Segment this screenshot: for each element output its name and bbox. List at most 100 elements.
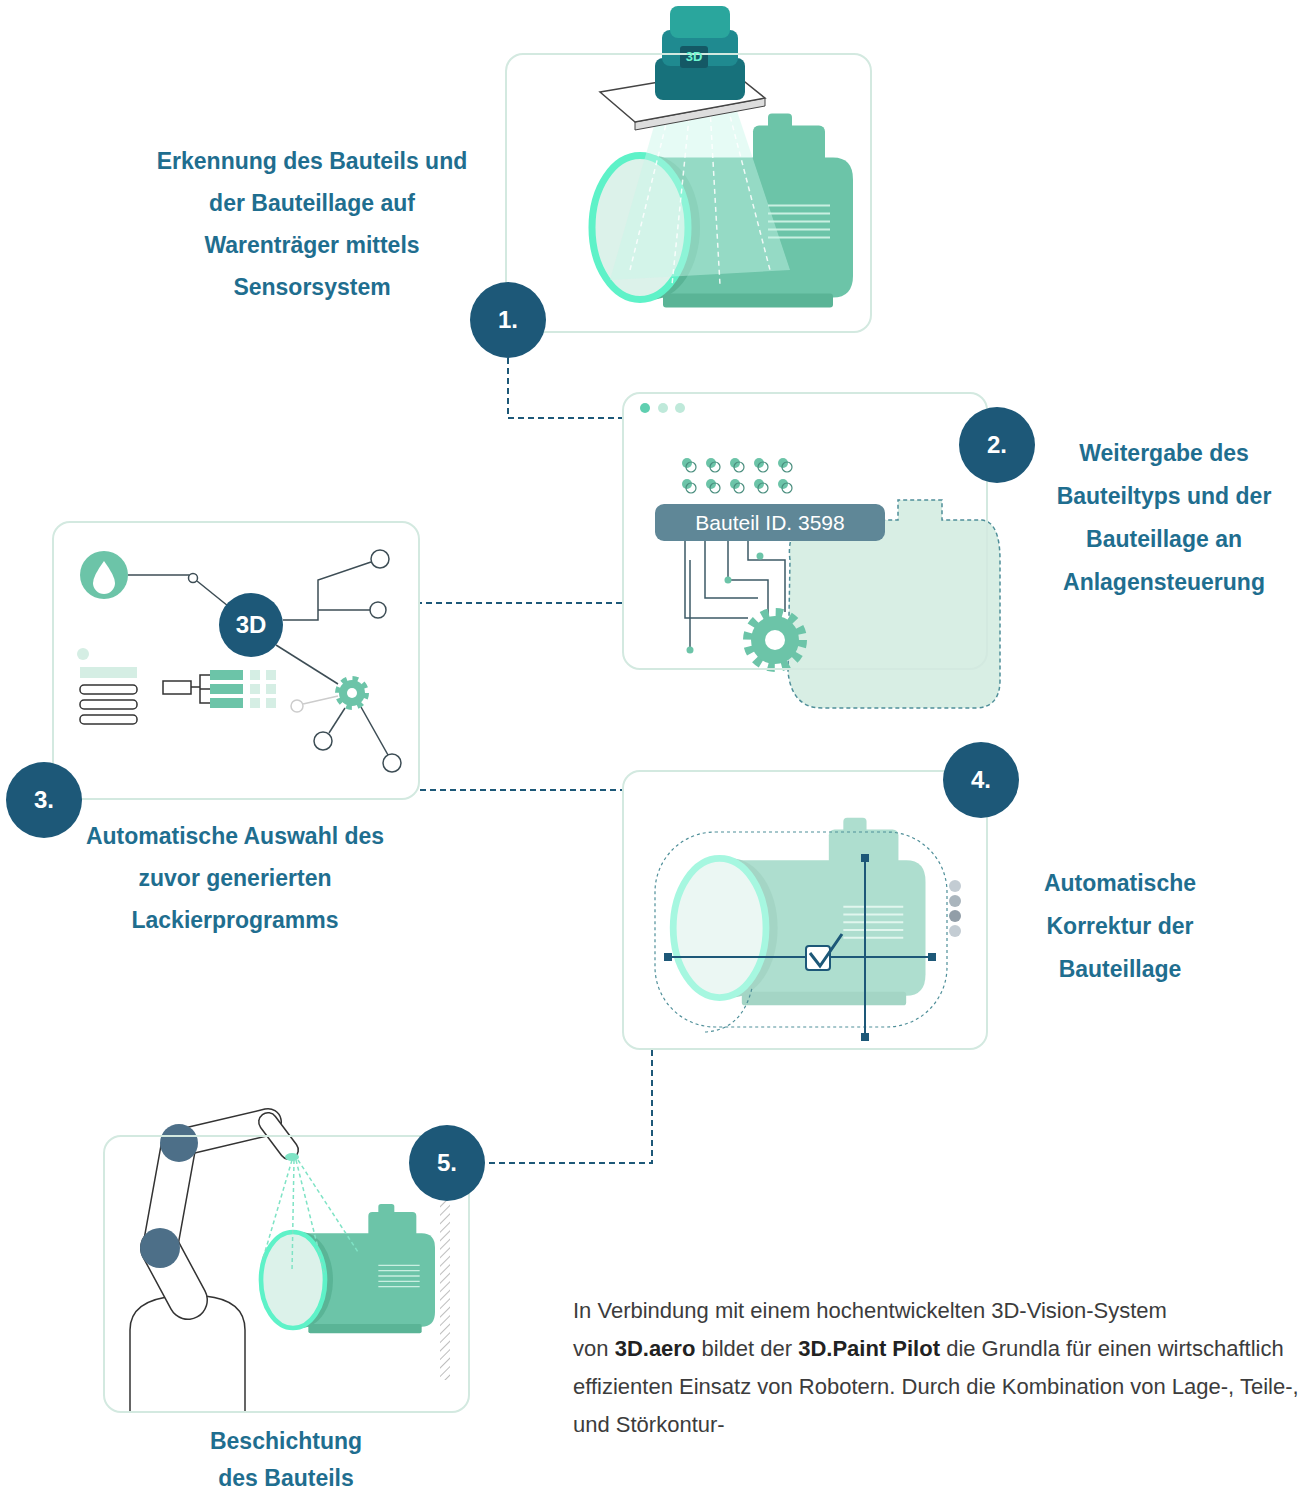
position-correction-illustration-part: [705, 988, 752, 1032]
step-label-text: Beschichtung des Bauteils: [196, 1423, 376, 1497]
data-transfer-illustration-part-part: [730, 458, 740, 468]
program-selection-illustration-part: [250, 684, 260, 694]
program-selection-illustration-part: [383, 754, 401, 772]
data-transfer-illustration-part-part: [706, 479, 716, 489]
dashed-connector: [420, 789, 622, 791]
position-correction-illustration-part: [949, 895, 961, 907]
robot-coating-illustration-part-part: [298, 1160, 358, 1252]
data-transfer-illustration-part-part: [754, 458, 764, 468]
program-selection-illustration-part: [80, 700, 137, 709]
step-label: Weitergabe des Bauteiltyps und der Baute…: [1028, 432, 1300, 604]
robot-coating-illustration-part: [160, 1122, 289, 1300]
data-transfer-illustration-part: [685, 541, 785, 650]
step-label: Automatische Korrektur der Bauteillage: [1010, 862, 1230, 991]
data-transfer-illustration-part-part: [682, 479, 692, 489]
sensor-scan-illustration-part-part: [710, 108, 720, 285]
data-transfer-illustration-part: [765, 630, 785, 650]
sensor-label: 3D: [680, 47, 708, 67]
position-correction-illustration-part: [928, 953, 936, 961]
program-selection-illustration-part-part: [329, 708, 345, 733]
sensor-scan-illustration: [592, 6, 853, 308]
position-correction-illustration: [655, 818, 961, 1041]
data-transfer-illustration-part: [749, 614, 801, 666]
position-correction-illustration-part: [864, 858, 866, 1037]
step-panel: Erkennung des Bauteils und der Bauteilla…: [505, 53, 872, 333]
paragraph-text: bildet der: [702, 1336, 793, 1361]
dashed-connector: [508, 358, 622, 418]
robot-coating-illustration-part: [285, 1153, 299, 1161]
data-transfer-illustration-part-part: [682, 458, 692, 468]
program-selection-illustration-part: [370, 602, 386, 618]
program-selection-illustration-part: [191, 675, 210, 703]
robot-coating-illustration-part-part: [292, 1160, 294, 1272]
data-transfer-illustration-part-part: [734, 483, 744, 493]
data-transfer-illustration-part-part: [778, 479, 788, 489]
position-correction-illustration-part: [655, 832, 947, 1027]
position-correction-illustration-part: [861, 1033, 869, 1041]
program-selection-illustration-part: [371, 550, 389, 568]
dashed-connector: [485, 1050, 652, 1163]
data-transfer-illustration-part-part: [748, 541, 785, 612]
program-selection-illustration-part: [93, 561, 115, 594]
step-number: 5.: [409, 1125, 485, 1201]
position-correction-illustration-part: [949, 880, 961, 892]
step-number: 1.: [470, 282, 546, 358]
position-correction-illustration-part: [949, 910, 961, 922]
robot-coating-illustration-part: [261, 1204, 435, 1333]
step-number: 4.: [943, 742, 1019, 818]
program-selection-illustration-part: [347, 688, 357, 698]
node-text: 3D: [236, 611, 267, 639]
position-correction-illustration-part: [810, 934, 842, 966]
robot-coating-illustration-part-part: [262, 1160, 292, 1262]
data-transfer-illustration-part-part: [730, 479, 740, 489]
robot-coating-illustration: [130, 1122, 450, 1413]
step-panel: Automatische Auswahl des zuvor generiert…: [52, 521, 420, 800]
program-selection-illustration-part-part: [283, 562, 371, 620]
data-transfer-illustration-part: [757, 553, 764, 560]
position-correction-illustration-part: [664, 953, 672, 961]
data-transfer-illustration-part-part: [706, 458, 716, 468]
robot-coating-illustration-part-part: [296, 1160, 325, 1276]
sensor-scan-illustration-part: [630, 108, 770, 285]
program-selection-illustration-part: [314, 732, 332, 750]
program-selection-illustration-part-part: [303, 696, 338, 704]
data-transfer-illustration-part-part: [778, 458, 788, 468]
step-panel: Beschichtung des Bauteils5.: [103, 1135, 470, 1413]
sensor-scan-illustration-part: [610, 105, 790, 280]
program-selection-illustration-part: [77, 648, 89, 660]
node-text: Bauteil ID. 3598: [695, 511, 844, 535]
program-selection-illustration-part: [210, 698, 243, 708]
program-selection-illustration-part: [210, 684, 243, 694]
dashed-connector: [420, 602, 622, 604]
data-transfer-illustration-part-part: [782, 483, 792, 493]
robot-coating-illustration-part: [440, 1188, 450, 1380]
data-transfer-illustration-part-part: [689, 560, 691, 650]
3d-badge: 3D: [219, 593, 283, 657]
product-name: 3D.Paint Pilot: [798, 1336, 940, 1361]
data-transfer-illustration-part: [675, 403, 685, 413]
callout-number: 2.: [987, 431, 1007, 459]
program-selection-illustration-part: [266, 684, 276, 694]
step-label: Beschichtung des Bauteils: [196, 1423, 376, 1497]
sensor-scan-illustration-part: [670, 6, 730, 38]
program-selection-illustration-part: [128, 562, 388, 755]
program-selection-illustration-part: [266, 698, 276, 708]
program-selection-illustration-part: [80, 551, 128, 599]
program-selection-illustration-part: [291, 700, 303, 712]
robot-coating-illustration-part: [262, 1160, 358, 1276]
data-transfer-illustration-part: [687, 647, 694, 654]
program-selection-illustration-part: [80, 715, 137, 724]
description-paragraph: In Verbindung mit einem hochentwickelten…: [573, 1292, 1301, 1444]
data-transfer-illustration-part-part: [686, 462, 696, 472]
data-transfer-illustration-part-part: [758, 483, 768, 493]
step-panel: Automatische Korrektur der Bauteillage4.: [622, 770, 988, 1050]
step-label-text: Erkennung des Bauteils und der Bauteilla…: [147, 140, 477, 308]
step-number: 3.: [6, 762, 82, 838]
data-transfer-illustration-part-part: [705, 541, 758, 598]
program-selection-illustration-part: [210, 670, 243, 680]
product-name: 3D.aero: [615, 1336, 696, 1361]
program-selection-illustration: [77, 550, 401, 772]
program-selection-illustration-part-part: [318, 609, 370, 611]
robot-coating-illustration-part: [160, 1124, 198, 1162]
